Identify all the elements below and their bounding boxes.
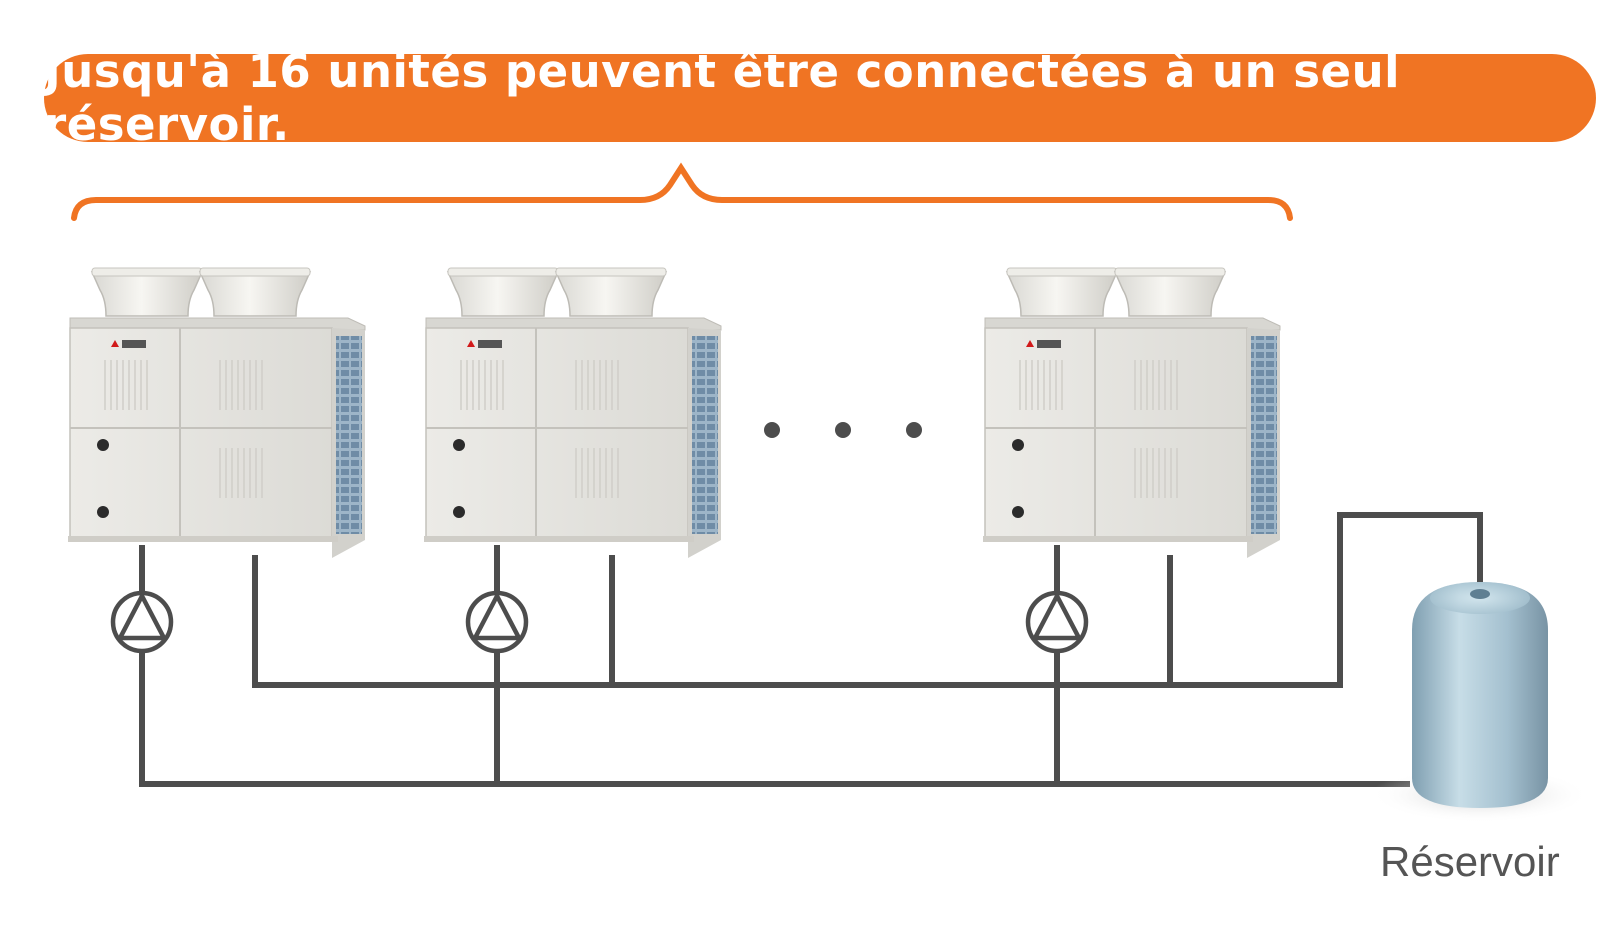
- mitsubishi-logo-icon: [111, 340, 146, 348]
- tank-icon: [1370, 582, 1590, 823]
- tank-label: Réservoir: [1380, 838, 1560, 885]
- mitsubishi-logo-icon: [1026, 340, 1061, 348]
- outdoor-units: [68, 267, 1281, 558]
- supply-pipe: [252, 512, 1483, 688]
- outdoor-unit-16: [983, 267, 1281, 558]
- pump-icon: [465, 590, 529, 654]
- return-pipe: [139, 545, 1410, 787]
- outdoor-unit-1: [68, 267, 366, 558]
- mitsubishi-logo-icon: [467, 340, 502, 348]
- banner-text: Jusqu'à 16 unités peuvent être connectée…: [44, 45, 1401, 151]
- ellipsis-dots: [764, 422, 922, 438]
- pump-icon: [110, 590, 174, 654]
- capacity-banner: Jusqu'à 16 unités peuvent être connectée…: [44, 45, 1596, 151]
- outdoor-unit-2: [424, 267, 722, 558]
- piping: [139, 512, 1483, 787]
- group-brace: [71, 162, 1293, 221]
- pump-icon: [1025, 590, 1089, 654]
